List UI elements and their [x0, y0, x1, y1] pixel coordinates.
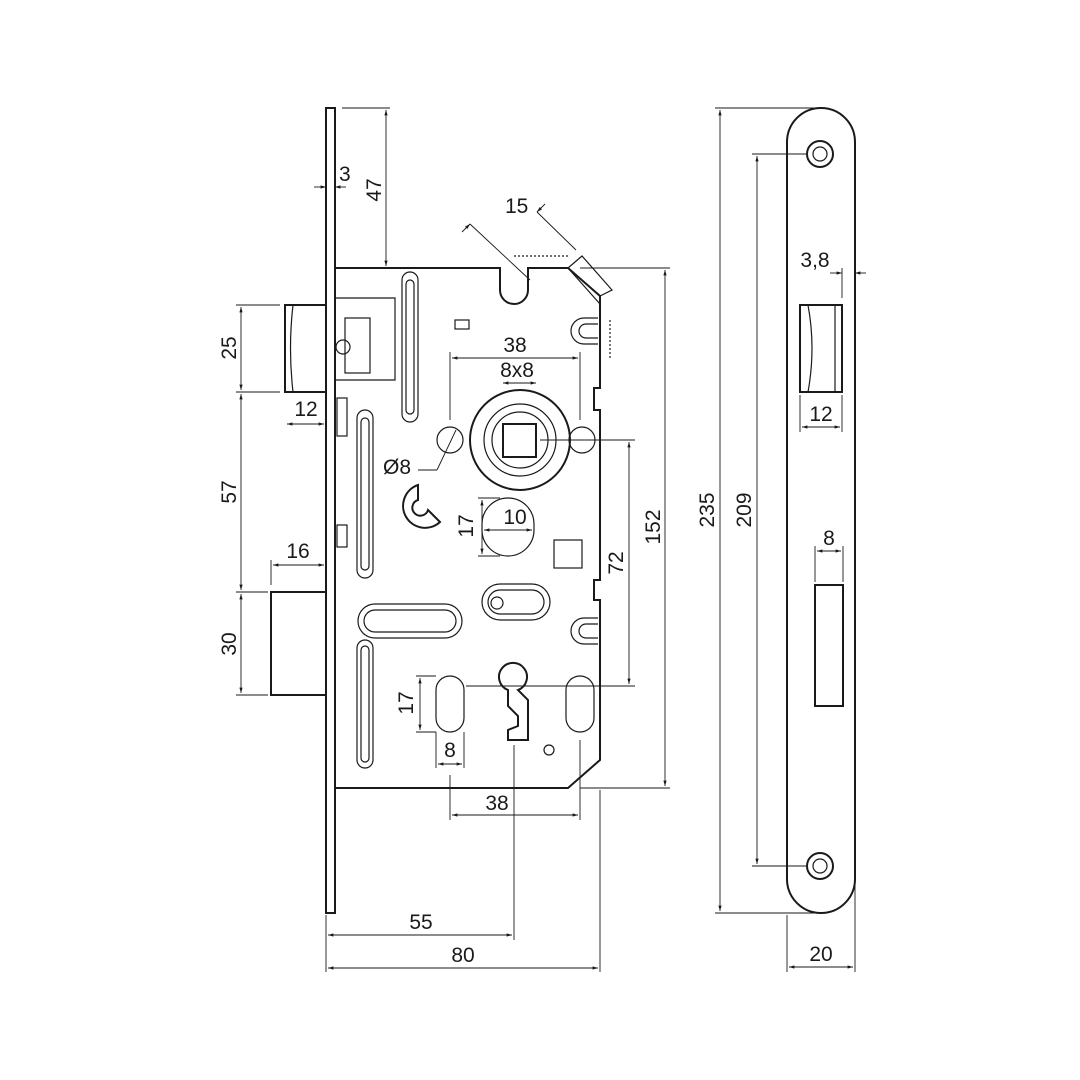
dim-lower-slot-width: 8 [444, 739, 456, 762]
lock-case [335, 267, 601, 789]
dim-keyhole-to-edge: 38 [485, 792, 508, 815]
dim-bolt-projection: 16 [286, 540, 309, 563]
dim-backset: 55 [409, 911, 432, 934]
faceplate [325, 107, 336, 914]
dim-screw-spacing: 209 [733, 492, 756, 527]
dead-bolt [270, 591, 327, 696]
dim-body-height: 152 [642, 509, 665, 544]
dim-latch-projection: 12 [294, 398, 317, 421]
strike-plate [786, 107, 856, 914]
lock-body [270, 107, 613, 914]
dim-strike-bolt-width: 8 [823, 527, 835, 550]
dim-hole-diameter: Ø8 [383, 456, 411, 479]
dim-upper-slot-height: 17 [455, 514, 478, 537]
dim-strike-latch-width: 12 [809, 403, 832, 426]
spindle-square [502, 423, 537, 458]
dim-spindle-square: 8x8 [500, 359, 534, 382]
keyhole [498, 662, 529, 741]
dimension-lines [236, 107, 866, 972]
dim-chamfer: 15 [505, 195, 528, 218]
dim-latch-to-bolt: 57 [218, 480, 241, 503]
dimension-labels: 3 47 15 38 8x8 Ø8 25 12 57 17 10 152 72 … [218, 163, 835, 967]
dim-lower-slot-height: 17 [395, 691, 418, 714]
dim-top-to-body: 47 [363, 178, 386, 201]
dim-faceplate-thickness: 3 [339, 163, 351, 186]
dim-upper-slot-width: 10 [503, 506, 526, 529]
dim-strike-offset: 3,8 [800, 249, 829, 272]
dim-body-depth: 80 [451, 944, 474, 967]
dim-plate-length: 235 [696, 492, 719, 527]
dim-plate-width: 20 [809, 943, 832, 966]
dim-latch-height: 25 [218, 336, 241, 359]
dim-spindle-to-edge: 38 [503, 334, 526, 357]
dim-bolt-height: 30 [218, 632, 241, 655]
latch-bolt [284, 304, 327, 393]
dim-center-distance: 72 [605, 551, 628, 574]
